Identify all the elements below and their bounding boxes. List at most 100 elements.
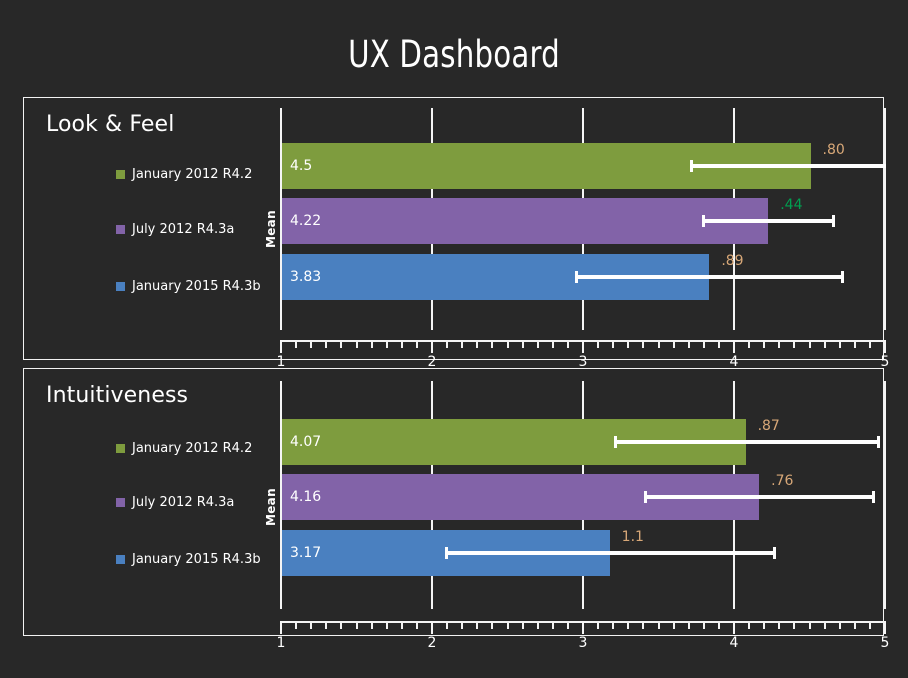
legend-item[interactable]: January 2012 R4.2 — [116, 167, 252, 182]
x-axis-tick-minor — [853, 342, 856, 348]
legend-color-swatch — [116, 225, 125, 234]
x-axis-tick-minor — [415, 342, 418, 348]
legend-item[interactable]: January 2012 R4.2 — [116, 441, 252, 456]
x-axis-tick-minor — [566, 623, 569, 629]
x-axis-tick-label: 4 — [729, 635, 739, 651]
error-bar-cap-low — [614, 436, 618, 448]
error-bar-cap-low — [574, 271, 578, 283]
error-bar-cap-low — [701, 215, 705, 227]
x-axis-tick-minor — [657, 342, 660, 348]
x-axis-line — [280, 340, 886, 342]
x-axis-tick-minor — [355, 342, 358, 348]
x-axis-tick-minor — [702, 623, 705, 629]
x-axis-tick-minor — [491, 623, 494, 629]
x-axis-tick-label: 5 — [880, 354, 890, 370]
legend-color-swatch — [116, 555, 125, 564]
legend-color-swatch — [116, 170, 125, 179]
x-axis-tick-minor — [446, 623, 449, 629]
x-axis-tick-minor — [657, 623, 660, 629]
x-axis-tick-minor — [340, 342, 343, 348]
x-axis-tick-minor — [536, 623, 539, 629]
error-bar — [445, 547, 776, 559]
x-axis-tick-minor — [325, 623, 328, 629]
x-axis-tick-minor — [868, 342, 871, 348]
x-axis-tick-minor — [476, 623, 479, 629]
x-axis-tick-minor — [672, 623, 675, 629]
x-axis-tick-minor — [506, 623, 509, 629]
gridline — [884, 108, 886, 330]
error-value-label: .44 — [780, 197, 803, 213]
x-axis-tick-major — [884, 342, 886, 353]
x-axis-tick-minor — [823, 623, 826, 629]
error-value-label: .87 — [757, 418, 780, 434]
x-axis-tick-minor — [310, 623, 313, 629]
legend-item-label: January 2015 R4.3b — [132, 279, 261, 294]
bar[interactable]: 4.22 — [282, 198, 769, 244]
x-axis-tick-minor — [612, 623, 615, 629]
x-axis-tick-label: 2 — [427, 354, 437, 370]
x-axis-tick-label: 2 — [427, 635, 437, 651]
x-axis-tick-minor — [295, 623, 298, 629]
x-axis-tick-major — [431, 623, 433, 634]
bar-value-label: 3.83 — [290, 269, 322, 285]
x-axis-tick-minor — [385, 342, 388, 348]
x-axis-tick-minor — [446, 342, 449, 348]
x-axis-tick-minor — [521, 342, 524, 348]
x-axis-tick-minor — [415, 623, 418, 629]
x-axis-tick-minor — [370, 342, 373, 348]
x-axis-tick-minor — [627, 342, 630, 348]
x-axis-tick-minor — [400, 623, 403, 629]
bar-value-label: 4.22 — [290, 213, 322, 229]
legend-item-label: January 2012 R4.2 — [132, 167, 253, 182]
x-axis-tick-minor — [461, 342, 464, 348]
error-value-label: .89 — [721, 253, 744, 269]
error-bar — [574, 271, 844, 283]
error-bar-cap-high — [876, 436, 880, 448]
x-axis-tick-label: 5 — [880, 635, 890, 651]
legend-color-swatch — [116, 282, 125, 291]
error-bar — [614, 436, 880, 448]
x-axis-tick-major — [884, 623, 886, 634]
error-value-label: .80 — [822, 142, 845, 158]
x-axis-tick-minor — [551, 342, 554, 348]
x-axis-tick-minor — [838, 623, 841, 629]
x-axis-tick-minor — [491, 342, 494, 348]
legend-color-swatch — [116, 498, 125, 507]
legend-item[interactable]: July 2012 R4.3a — [116, 495, 234, 510]
legend-item[interactable]: January 2015 R4.3b — [116, 279, 261, 294]
x-axis-tick-minor — [536, 342, 539, 348]
error-value-label: 1.1 — [621, 529, 644, 545]
x-axis-tick-major — [582, 342, 584, 353]
x-axis-tick-minor — [672, 342, 675, 348]
bar-value-label: 4.5 — [290, 158, 313, 174]
legend-item[interactable]: January 2015 R4.3b — [116, 552, 261, 567]
error-bar — [689, 160, 886, 172]
x-axis-tick-minor — [808, 342, 811, 348]
error-bar-cap-high — [831, 215, 835, 227]
error-bar-cap-low — [689, 160, 693, 172]
x-axis-tick-minor — [793, 623, 796, 629]
legend-item[interactable]: July 2012 R4.3a — [116, 222, 234, 237]
x-axis-tick-minor — [551, 623, 554, 629]
x-axis-tick-minor — [717, 342, 720, 348]
error-bar — [701, 215, 835, 227]
x-axis-tick-minor — [355, 623, 358, 629]
x-axis-tick-minor — [370, 623, 373, 629]
x-axis-tick-minor — [461, 623, 464, 629]
y-axis-label: Mean — [264, 210, 278, 248]
x-axis-tick-minor — [642, 623, 645, 629]
x-axis-tick-minor — [838, 342, 841, 348]
page-title: UX Dashboard — [348, 33, 560, 76]
x-axis-tick-minor — [702, 342, 705, 348]
x-axis-tick-minor — [340, 623, 343, 629]
x-axis-tick-minor — [476, 342, 479, 348]
x-axis-tick-minor — [778, 342, 781, 348]
x-axis-tick-major — [582, 623, 584, 634]
bar-value-label: 4.16 — [290, 489, 322, 505]
legend-item-label: January 2015 R4.3b — [132, 552, 261, 567]
x-axis-tick-minor — [687, 623, 690, 629]
legend-item-label: July 2012 R4.3a — [132, 495, 235, 510]
